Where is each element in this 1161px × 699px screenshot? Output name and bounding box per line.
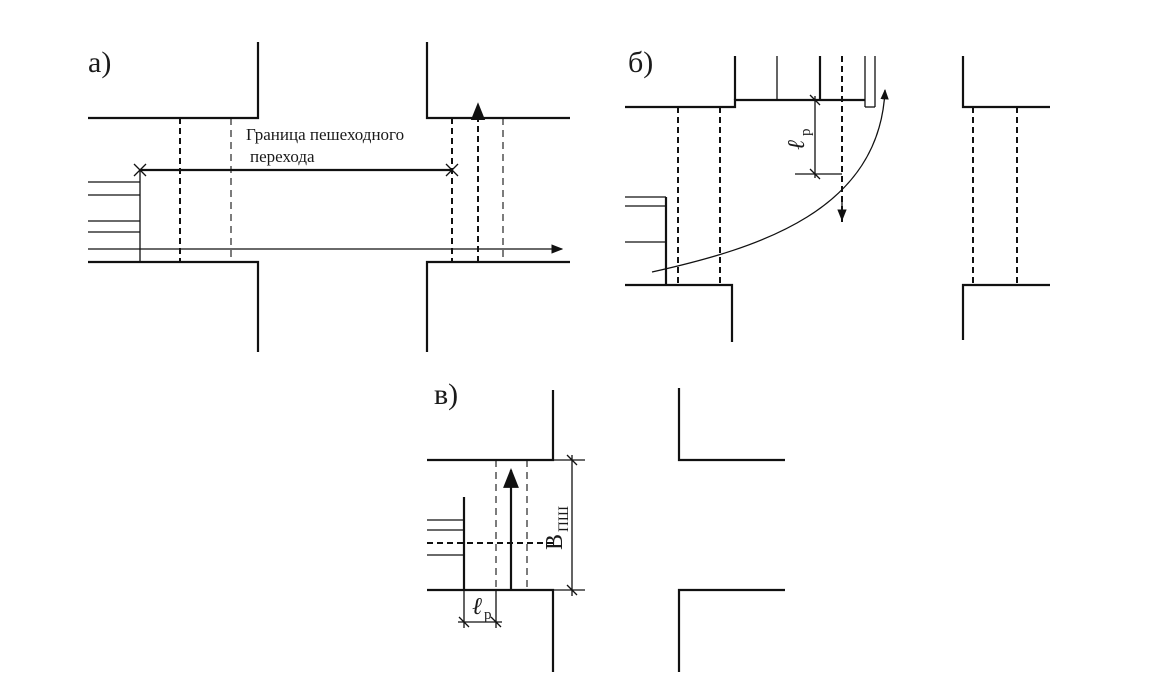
turning-arrow (651, 88, 889, 273)
panel-a-label: а) (88, 46, 111, 79)
svg-text:ℓ: ℓ (472, 594, 482, 620)
tick-mark (809, 94, 821, 180)
kerb-bottom-left (427, 588, 555, 672)
tick-mark (566, 454, 578, 596)
svg-text:ℓ: ℓ (784, 140, 810, 150)
panel-v-label: в) (434, 378, 458, 411)
kerb-bottom-left (625, 283, 734, 342)
dimension-label-lp: ℓ р (472, 594, 492, 623)
svg-text:р: р (798, 129, 814, 137)
panel-b: б) ℓ р (625, 46, 1050, 342)
kerb-bottom-right (677, 588, 785, 672)
kerb-top-right (425, 42, 570, 120)
panel-a: а) Граница пешеходного перехода (88, 42, 570, 352)
caption-line-1: Граница пешеходного (246, 125, 404, 144)
tick-mark (133, 163, 147, 177)
svg-text:В: В (542, 534, 568, 550)
panel-v: в) В ПШ ℓ (427, 378, 785, 672)
panel-b-label: б) (628, 46, 653, 79)
svg-text:р: р (484, 607, 492, 623)
tick-mark (445, 163, 459, 177)
kerb-top-left (88, 42, 260, 120)
kerb-top-left (625, 98, 865, 109)
kerb-top-right (677, 388, 785, 462)
dimension-label-bpsh: В ПШ (542, 506, 572, 550)
kerb-top-right (961, 56, 1050, 109)
caption-line-2: перехода (250, 147, 315, 166)
kerb-bottom-right (961, 283, 1050, 340)
svg-text:ПШ: ПШ (556, 506, 572, 532)
tick-mark (458, 616, 502, 628)
kerb-bottom-left (88, 260, 260, 352)
kerb-bottom-right (425, 260, 570, 352)
dimension-label: ℓ р (784, 129, 814, 151)
